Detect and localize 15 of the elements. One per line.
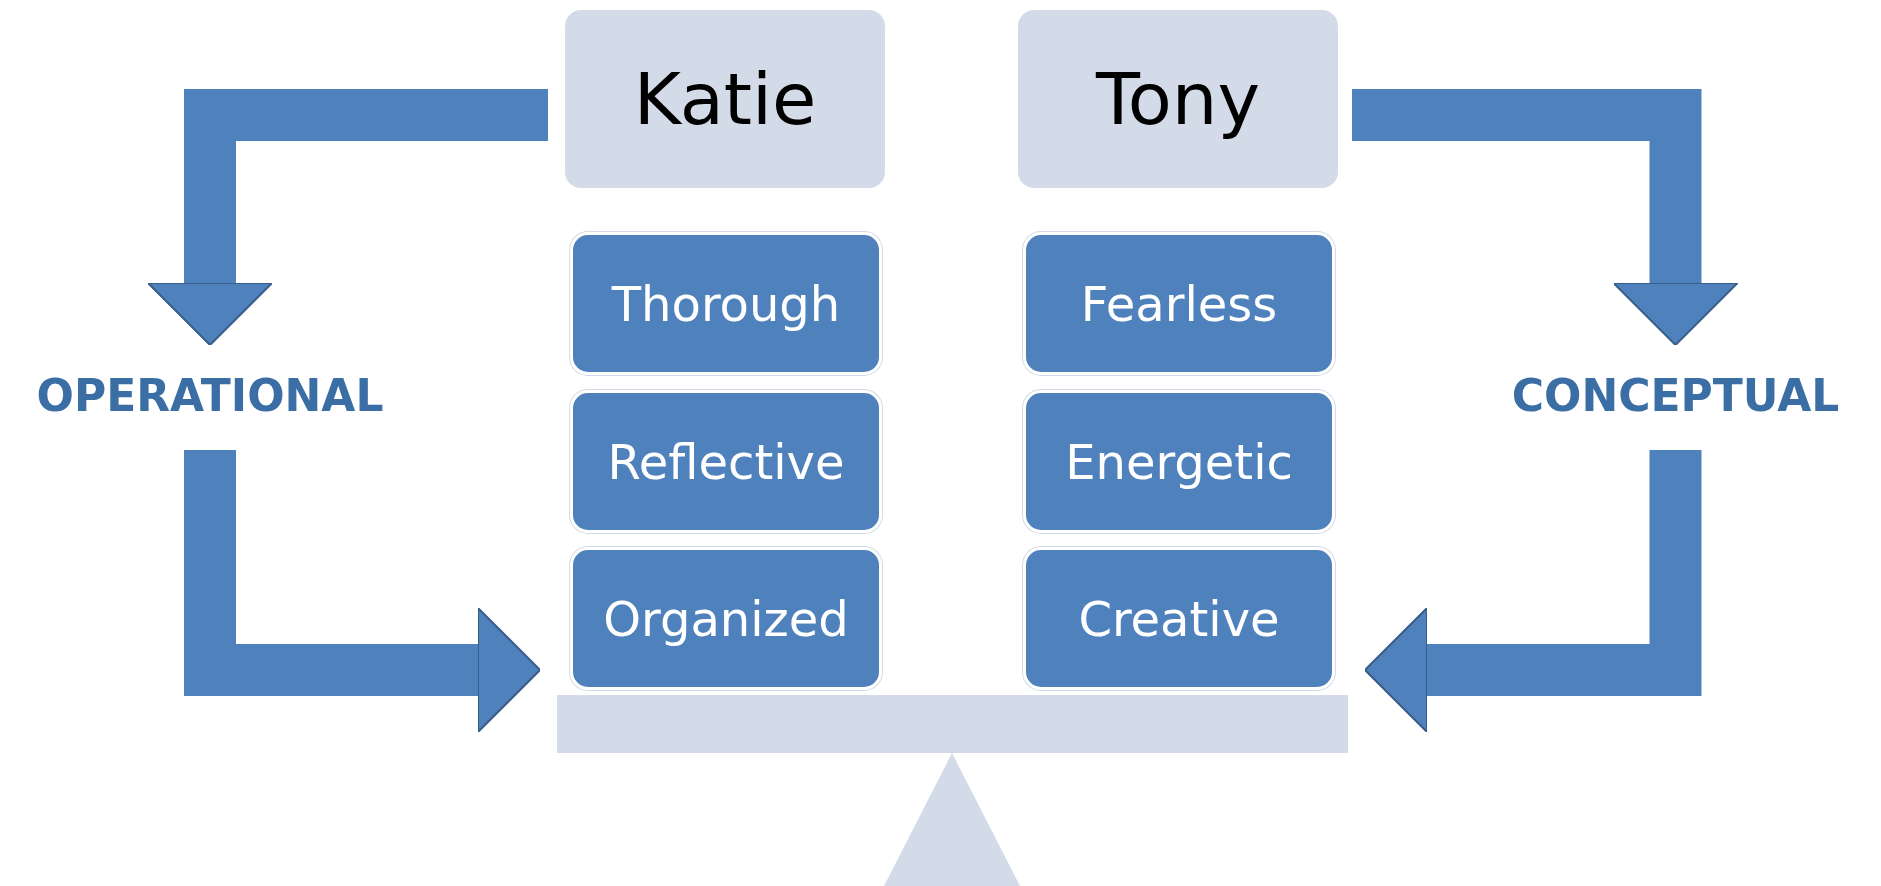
- bent-arrow: [1352, 89, 1739, 346]
- fulcrum-triangle: [884, 753, 1020, 886]
- bent-arrow: [1364, 450, 1702, 733]
- category-label: CONCEPTUAL: [1470, 345, 1881, 445]
- category-label: OPERATIONAL: [0, 345, 420, 445]
- trait-box: Energetic: [1023, 390, 1335, 533]
- trait-box: Reflective: [570, 390, 882, 533]
- name-label: Tony: [1018, 10, 1338, 188]
- trait-box: Organized: [570, 547, 882, 690]
- trait-box: Fearless: [1023, 232, 1335, 375]
- name-label: Katie: [565, 10, 885, 188]
- trait-box: Thorough: [570, 232, 882, 375]
- bent-arrow: [184, 450, 541, 733]
- trait-box: Creative: [1023, 547, 1335, 690]
- bent-arrow: [147, 89, 548, 346]
